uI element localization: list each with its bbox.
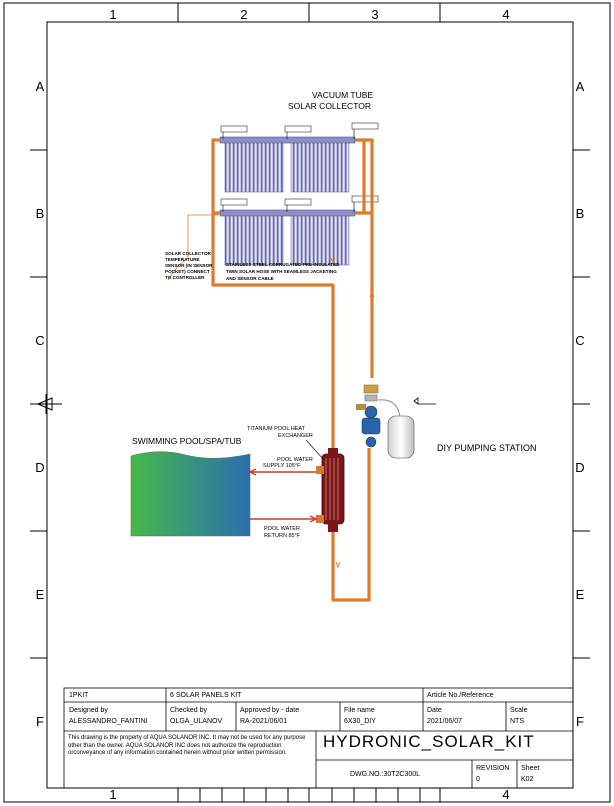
tb-designed-value: ALESSANDRO_FANTINI <box>69 718 148 725</box>
collector-title-2: SOLAR COLLECTOR <box>288 101 371 111</box>
hx-leader <box>305 439 325 461</box>
tb-sheet-value: K02 <box>521 776 534 783</box>
row-label-f-right: F <box>576 714 584 729</box>
heat-exchanger <box>316 448 345 532</box>
pump-station-leader <box>413 397 436 405</box>
pool-label: SWIMMING POOL/SPA/TUB <box>132 436 242 446</box>
col-label-4-bottom: 4 <box>502 787 509 802</box>
tb-sheet-label: Sheet <box>521 765 540 772</box>
pump-station-label: DIY PUMPING STATION <box>437 443 537 453</box>
row-label-e-left: E <box>36 587 45 602</box>
expansion-tank <box>387 415 415 459</box>
tb-approved-value: RA-2021/06/01 <box>240 718 288 725</box>
hose-note-3: AND SENSOR CABLE <box>226 276 274 281</box>
row-label-f-left: F <box>36 714 44 729</box>
center-marker <box>30 394 62 414</box>
row-label-e-right: E <box>576 587 585 602</box>
tb-scale-label: Scale <box>510 707 528 714</box>
collector-title-1: VACUUM TUBE <box>312 90 373 100</box>
collector-panel-4 <box>290 214 350 266</box>
row-label-b-left: B <box>36 206 45 221</box>
title-block <box>63 687 574 789</box>
hose-note-2: TWIN SOLAR HOSE WITH SEAMLESS JACKETING <box>226 269 337 274</box>
tb-date-label: Date <box>427 707 442 714</box>
pumping-station <box>356 384 415 459</box>
hx-label-2: EXCHANGER <box>278 433 313 439</box>
sensor-note-3: SENSOR (IN SENSOR <box>165 263 213 268</box>
supply-label-1: POOL WATER <box>277 457 313 463</box>
tb-item: 1PKIT <box>69 692 89 699</box>
row-label-d-right: D <box>575 460 584 475</box>
collector-panel-3 <box>224 214 284 266</box>
hose-note-1: STAINLESS STEEL CORRUGATED PRE-INSULATED <box>226 262 340 267</box>
collector-panel-2 <box>290 141 350 193</box>
return-label-2: RETURN 85°F <box>264 533 301 539</box>
tb-notice: This drawing is the property of AQUA SOL… <box>68 735 306 756</box>
tb-drawing-title: HYDRONIC_SOLAR_KIT <box>323 732 535 751</box>
row-label-c-left: C <box>35 333 44 348</box>
row-label-a-left: A <box>36 79 45 94</box>
outer-frame <box>3 2 611 803</box>
supply-label-2: SUPPLY 105°F <box>263 463 301 469</box>
pool-water-piping <box>248 468 318 523</box>
collector-panel-1 <box>224 141 284 193</box>
sensor-note-2: TEMPERATURE <box>165 257 200 262</box>
sensor-note-4: POCKET) CONNECT <box>165 269 210 274</box>
col-label-1-top: 1 <box>109 7 116 22</box>
row-label-c-right: C <box>575 333 584 348</box>
sensor-cable <box>167 214 218 281</box>
tb-article-label: Article No./Reference <box>427 692 494 699</box>
tb-checked-value: OLGA_ULANOV <box>170 718 223 725</box>
tb-file-label: File name <box>344 707 375 714</box>
tb-scale-value: NTS <box>510 718 524 725</box>
column-ticks <box>177 3 441 802</box>
tb-revision-value: 0 <box>476 776 480 783</box>
tb-checked-label: Checked by <box>170 707 207 714</box>
tb-designed-label: Designed by <box>69 707 108 714</box>
col-label-1-bottom: 1 <box>109 787 116 802</box>
row-label-d-left: D <box>35 460 44 475</box>
tb-dwg-no: DWG.NO.:30T2C300L <box>350 771 421 778</box>
col-label-3-top: 3 <box>371 7 378 22</box>
hx-label-1: TITANIUM POOL HEAT <box>247 426 306 432</box>
solar-collector-array <box>219 122 379 266</box>
row-ticks <box>30 149 590 659</box>
tb-description: 6 SOLAR PANELS KIT <box>170 692 242 699</box>
tb-date-value: 2021/06/07 <box>427 718 463 725</box>
sensor-note-1: SOLAR COLLECTOR <box>165 251 212 256</box>
swimming-pool <box>130 451 251 537</box>
col-label-4-top: 4 <box>502 7 509 22</box>
return-label-1: POOL WATER <box>264 526 300 532</box>
tb-approved-label: Approved by - date <box>240 707 300 714</box>
tb-file-value: 6X30_DIY <box>344 718 376 725</box>
flow-arrows <box>330 257 375 569</box>
row-label-b-right: B <box>576 206 585 221</box>
tb-revision-label: REVISION <box>476 765 510 772</box>
col-label-2-top: 2 <box>240 7 247 22</box>
row-label-a-right: A <box>576 79 585 94</box>
sensor-note-5: TO CONTROLLER <box>165 275 205 280</box>
